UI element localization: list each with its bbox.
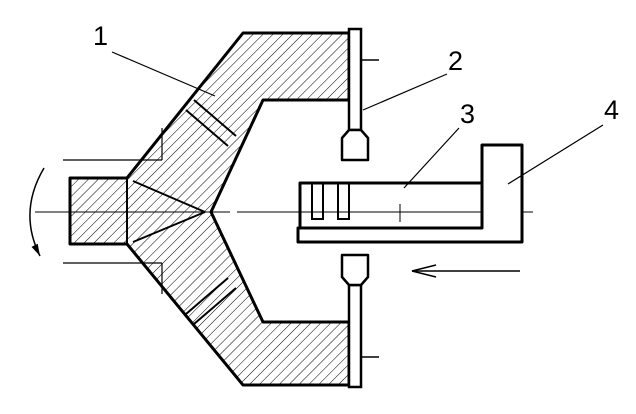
shaft-cone-line-lower <box>132 211 206 243</box>
part-2-tool-top <box>340 27 379 162</box>
tool-bottom-stem <box>347 283 363 389</box>
workpiece-outline <box>298 181 482 228</box>
part-2-tool-bottom <box>340 253 379 389</box>
tool-top-stem <box>347 27 363 132</box>
rotation-arrow-head <box>31 243 40 256</box>
upper-arm-joint-lines <box>185 99 237 147</box>
fixture-outline <box>296 143 524 244</box>
rotation-arrow-icon <box>29 167 45 257</box>
workpiece-slot-1 <box>311 183 324 220</box>
feed-arrow-barb-bottom <box>411 270 437 278</box>
tool-bottom-head <box>340 253 370 287</box>
lower-arm-joint-lines <box>185 277 237 325</box>
leader-line-1 <box>111 51 216 97</box>
tool-top-head <box>340 128 370 162</box>
shaft-cone-line-upper <box>132 180 206 213</box>
leader-lines <box>111 51 604 189</box>
workpiece-slot-2 <box>337 183 350 220</box>
fork-body <box>68 31 351 387</box>
part-label-4: 4 <box>604 95 620 125</box>
leader-line-3 <box>403 127 460 189</box>
part-label-2: 2 <box>448 46 464 76</box>
leader-line-2 <box>362 73 448 111</box>
part-label-1: 1 <box>93 21 109 51</box>
feed-arrow-barb-top <box>411 264 437 272</box>
part-3-workpiece <box>298 181 482 228</box>
part-1-fork <box>68 31 351 387</box>
leader-line-4 <box>507 124 604 185</box>
part-label-3: 3 <box>460 99 476 129</box>
part-4-fixture <box>296 143 524 244</box>
feed-arrow-icon <box>411 264 520 278</box>
